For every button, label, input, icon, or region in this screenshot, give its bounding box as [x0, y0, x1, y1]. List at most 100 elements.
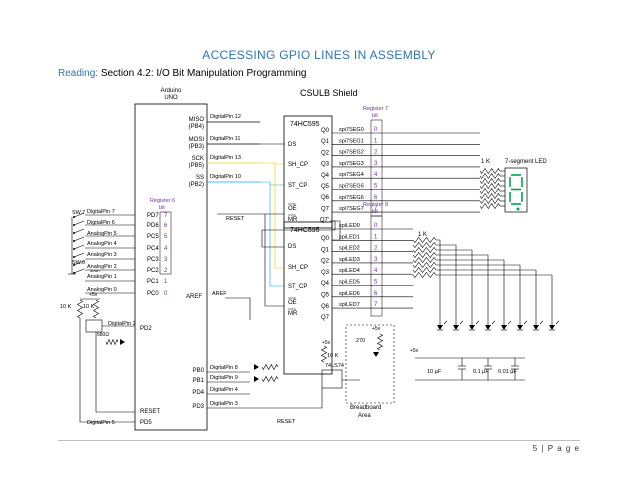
switch-lever-4 — [73, 244, 85, 250]
pb-net-0: DigitalPin 8 — [210, 365, 238, 371]
ten-k-left-2: 10 K — [83, 304, 95, 310]
switch-lever-7 — [73, 268, 85, 274]
reading-text: Section 4.2: I/O Bit Manipulation Progra… — [100, 68, 307, 79]
digitalpin2-label: DigitalPin 2 — [108, 321, 136, 327]
left-pin-3: PC4 — [147, 246, 159, 252]
chip1-body — [283, 115, 333, 229]
pd2-label: PD2 — [140, 326, 152, 332]
reg7-label: Register 7 — [363, 106, 388, 112]
pullup-res-2 — [92, 299, 100, 319]
seven-seg-label: 7-segment LED — [505, 159, 547, 165]
spi-pin-3: (PB3) — [189, 144, 204, 150]
seg-net-7: spi7SEG7 — [339, 206, 364, 212]
chip2-out-2: Q2 — [321, 259, 330, 265]
led-resistor-4 — [412, 257, 437, 263]
reg8-bit-6: 6 — [374, 291, 378, 297]
seg-net-1: spi7SEG1 — [339, 138, 364, 144]
seg-resistor-0 — [479, 167, 501, 175]
seg-resistor-4 — [479, 187, 501, 195]
switch-bank — [68, 212, 85, 275]
left-pin-4: PC3 — [147, 257, 159, 263]
chip1-out-6: Q6 — [321, 195, 330, 201]
spi-net-3: DigitalPin 10 — [210, 174, 241, 180]
sw7-label: SW.7 — [72, 210, 85, 216]
reset-net-bottom: RESET — [277, 419, 296, 425]
aref-net-label: AREF — [212, 291, 227, 297]
reset-to-chip2 — [264, 214, 284, 307]
reg8-bit-2: 2 — [374, 246, 378, 252]
ss-to-chip2 — [269, 185, 284, 287]
seg-resistor-2 — [479, 177, 501, 185]
led-route-3 — [436, 254, 489, 325]
chip2-out-7: Q7 — [321, 315, 330, 321]
pd5-label: PD5 — [140, 420, 152, 426]
chip1-out-7: Q7 — [321, 206, 330, 212]
uno-label: UNO — [164, 95, 178, 101]
seven-seg-segments — [509, 174, 523, 205]
plus5-caps: +5v — [410, 348, 419, 354]
led-ray-2 — [475, 320, 480, 325]
led-ray-3 — [491, 320, 496, 325]
chip2-out-1: Q1 — [321, 247, 330, 253]
reg8-bit-0: 0 — [374, 223, 378, 229]
seg-resistor-6 — [479, 197, 501, 205]
seg-net-6: spi7SEG6 — [339, 195, 364, 201]
led-diode-5 — [517, 325, 523, 330]
chip2-in-3: OE — [288, 300, 297, 306]
left-bit-6: 1 — [164, 279, 168, 285]
seven-seg-dot — [516, 207, 520, 211]
sck-to-shcp — [260, 162, 284, 165]
spi-pin-1: (PB4) — [189, 124, 204, 130]
pushbutton-pd2 — [85, 319, 103, 333]
one-k-label-bottom: 1 K — [418, 232, 427, 238]
pb-pin-2: PD4 — [192, 390, 204, 396]
chip1-in-3: OE — [288, 206, 297, 212]
chip2-out-3: Q3 — [321, 270, 330, 276]
led-diode-1 — [453, 325, 459, 330]
seg-resistor-1 — [479, 172, 501, 180]
chip2-out-0: Q0 — [321, 236, 330, 242]
bb-res — [376, 333, 384, 351]
reg7-bit: bit — [372, 113, 378, 119]
ten-k-left-1: 10 K — [60, 304, 72, 310]
pb-pin-0: PB0 — [193, 368, 205, 374]
r680-label: 680Ω — [97, 332, 109, 338]
reg8-box — [370, 215, 383, 317]
left-net-7: AnalogPin 0 — [87, 287, 117, 293]
cap1-label: 10 µF — [427, 369, 442, 375]
spi-pin-5: (PB5) — [189, 163, 204, 169]
bb-led — [373, 352, 379, 357]
reg6-bit: bit — [159, 205, 165, 211]
led-ray-6 — [539, 320, 544, 325]
chip1-name: 74HC595 — [290, 121, 320, 128]
led-route-1 — [436, 244, 457, 325]
reg7-bit-5: 5 — [374, 184, 378, 190]
chip2-out-4: Q4 — [321, 281, 330, 287]
r680-res — [105, 338, 119, 346]
led-row — [437, 320, 560, 331]
reg7-bit-1: 1 — [374, 138, 378, 144]
reading-line: Reading: Section 4.2: I/O Bit Manipulati… — [58, 68, 306, 79]
led-diode-7 — [549, 325, 555, 330]
chip1-out-3: Q3 — [321, 162, 330, 168]
cap3-label: 0.01 µF — [498, 369, 517, 375]
plus5-bb: +5v — [372, 326, 381, 332]
sck-to-chip2 — [274, 164, 284, 269]
pb-pin-1: PB1 — [193, 378, 205, 384]
led-net-4: spiLED4 — [339, 268, 360, 274]
led-diode-3 — [485, 325, 491, 330]
led-resistor-6 — [412, 267, 437, 273]
led-ray-4 — [507, 320, 512, 325]
led-route-2 — [436, 249, 473, 325]
page-word: | P a g e — [541, 444, 580, 453]
pd3-route — [250, 388, 323, 409]
led-diode-0 — [437, 325, 443, 330]
chip1-out-4: Q4 — [321, 173, 330, 179]
left-net-5: AnalogPin 2 — [87, 264, 117, 270]
led-route-5 — [436, 264, 521, 325]
pb-res-0 — [261, 363, 279, 371]
down-label: down — [90, 268, 100, 273]
